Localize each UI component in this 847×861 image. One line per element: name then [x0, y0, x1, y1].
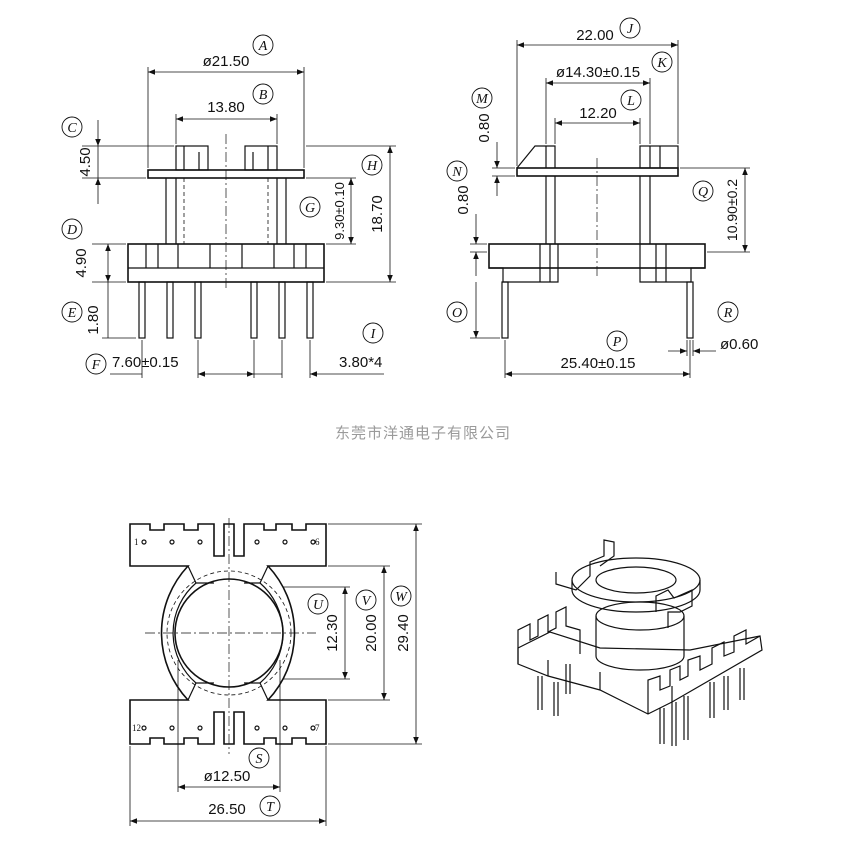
- label-i-circle: [362, 322, 384, 344]
- dim-h-value: 18.70: [369, 195, 386, 233]
- dim-m-value: 0.80: [476, 113, 493, 142]
- label-a-circle: [252, 34, 274, 56]
- label-s: S: [256, 752, 263, 767]
- label-u: U: [313, 598, 324, 613]
- label-o: O: [452, 306, 462, 321]
- dim-c-value: 4.50: [77, 147, 94, 176]
- side-base: [488, 243, 706, 269]
- label-q-circle: [692, 180, 714, 202]
- dim-t-value: 26.50: [208, 801, 246, 818]
- dim-v-value: 20.00: [363, 614, 380, 652]
- label-v: V: [362, 594, 372, 609]
- label-c-circle: [61, 116, 83, 138]
- dim-e-value: 1.80: [85, 305, 102, 334]
- label-v-circle: [355, 589, 377, 611]
- label-t-circle: [259, 795, 281, 817]
- company-name: 东莞市洋通电子有限公司: [335, 424, 511, 442]
- dim-p-value: 25.40±0.15: [561, 355, 636, 372]
- side-pin-left: [501, 281, 509, 339]
- dim-a-value: ø21.50: [203, 53, 250, 70]
- dim-n-value: 0.80: [455, 185, 472, 214]
- side-top-lug-right: [639, 145, 679, 169]
- label-i: I: [370, 327, 377, 342]
- label-m: M: [475, 92, 489, 107]
- label-r: R: [723, 306, 733, 321]
- top-view: 1 6 12 7 12.30 U 20.00 V 29.40 W ø12.50 …: [129, 518, 422, 826]
- dim-b-value: 13.80: [207, 99, 245, 116]
- label-s-circle: [248, 747, 270, 769]
- label-d: D: [66, 223, 77, 238]
- label-g-circle: [299, 196, 321, 218]
- label-n: N: [451, 165, 462, 180]
- label-t: T: [266, 800, 275, 815]
- label-f: F: [91, 358, 101, 373]
- label-p: P: [612, 335, 622, 350]
- top-view-outline: [129, 523, 327, 745]
- label-q: Q: [698, 185, 708, 200]
- label-g: G: [305, 201, 315, 216]
- pin-1-label: 1: [134, 537, 139, 547]
- dim-f-value: 7.60±0.15: [112, 354, 179, 371]
- dim-g-value: 9.30±0.10: [332, 182, 347, 240]
- label-l-circle: [620, 89, 642, 111]
- label-r-circle: [717, 301, 739, 323]
- side-top-lug-left: [516, 145, 556, 169]
- dim-s-value: ø12.50: [204, 768, 251, 785]
- dim-u-value: 12.30: [324, 614, 341, 652]
- label-c: C: [67, 121, 77, 136]
- side-pin-right: [686, 281, 694, 339]
- label-e: E: [67, 306, 77, 321]
- label-b-circle: [252, 83, 274, 105]
- label-w: W: [395, 590, 408, 605]
- iso-top-hole: [595, 566, 677, 594]
- iso-base: [517, 631, 763, 715]
- dim-w-value: 29.40: [395, 614, 412, 652]
- front-top-lug-right: [244, 145, 278, 171]
- dim-j-value: 22.00: [576, 27, 614, 44]
- label-h-circle: [361, 154, 383, 176]
- pin-6-label: 6: [315, 537, 320, 547]
- label-n-circle: [446, 160, 468, 182]
- label-h: H: [366, 159, 378, 174]
- pin-12-label: 12: [132, 723, 141, 733]
- front-view: ø21.50 A 13.80 B 4.50 C 4.90 D 1.80 E: [61, 34, 396, 378]
- dim-q-value: 10.90±0.2: [724, 179, 740, 241]
- label-k: K: [656, 56, 667, 71]
- label-a: A: [258, 39, 268, 54]
- label-o-circle: [446, 301, 468, 323]
- label-w-circle: [390, 585, 412, 607]
- label-p-circle: [606, 330, 628, 352]
- dim-l-value: 12.20: [579, 105, 617, 122]
- label-u-circle: [307, 593, 329, 615]
- label-j-circle: [619, 17, 641, 39]
- dim-i-value: 3.80*4: [339, 354, 382, 371]
- label-e-circle: [61, 301, 83, 323]
- iso-core-top: [595, 601, 685, 631]
- pin-7-label: 7: [315, 723, 320, 733]
- label-k-circle: [651, 51, 673, 73]
- iso-pins: [537, 664, 745, 746]
- front-pins: [138, 281, 314, 339]
- front-top-lug-left: [175, 145, 209, 171]
- dim-d-value: 4.90: [73, 248, 90, 277]
- isometric-view: [517, 539, 763, 746]
- label-j: J: [627, 22, 634, 37]
- dim-k-value: ø14.30±0.15: [556, 64, 640, 81]
- label-l: L: [626, 94, 635, 109]
- label-b: B: [259, 88, 268, 103]
- dim-r-value: ø0.60: [720, 336, 758, 353]
- side-top-flange: [516, 167, 679, 177]
- label-d-circle: [61, 218, 83, 240]
- label-f-circle: [85, 353, 107, 375]
- label-m-circle: [471, 87, 493, 109]
- top-pin-holes: [141, 539, 316, 731]
- side-view: 22.00 J ø14.30±0.15 K 12.20 L 0.80 M 0.8…: [446, 17, 758, 378]
